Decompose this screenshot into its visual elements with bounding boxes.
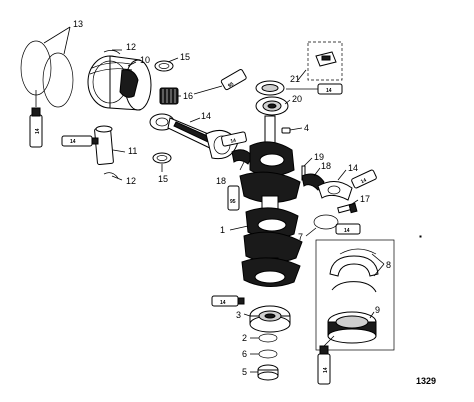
callout-13: 13	[73, 19, 83, 29]
svg-text:14: 14	[323, 367, 329, 373]
callout-18-right: 18	[321, 161, 331, 171]
compound-tube-10: 14	[317, 345, 331, 385]
piston-rings	[20, 26, 74, 108]
svg-text:14: 14	[35, 128, 41, 134]
compound-tube-8: 14	[335, 223, 361, 235]
compound-tube-11: 14	[419, 235, 422, 238]
callout-3: 3	[236, 310, 241, 320]
svg-text:14: 14	[220, 300, 226, 306]
callout-5: 5	[242, 367, 247, 377]
svg-text:14: 14	[344, 228, 350, 234]
retaining-ring	[258, 333, 278, 343]
callout-4: 4	[304, 123, 309, 133]
svg-text:95: 95	[230, 199, 236, 205]
upper-main-bearing	[255, 80, 289, 116]
svg-text:14: 14	[326, 88, 332, 94]
compound-tube-7: 14	[351, 169, 377, 189]
o-ring	[313, 214, 339, 230]
svg-text:14: 14	[70, 139, 76, 145]
lower-seal	[257, 364, 279, 381]
callout-12-bottom: 12	[126, 176, 136, 186]
callout-10: 10	[140, 55, 150, 65]
seal-kit-inset	[307, 41, 343, 81]
callout-2: 2	[242, 333, 247, 343]
callout-19: 19	[314, 152, 324, 162]
needle-bearing-big-end	[231, 149, 253, 165]
callout-17: 17	[360, 194, 370, 204]
piston-pin-clip-top	[103, 50, 121, 55]
svg-text:95: 95	[227, 81, 235, 89]
lower-main-bearing	[249, 305, 291, 333]
callout-1: 1	[220, 225, 225, 235]
crankshaft	[239, 115, 303, 287]
svg-text:14: 14	[230, 138, 237, 145]
piston-pin	[94, 125, 114, 165]
center-bearing-inset	[315, 239, 395, 351]
piston-pin-clip-bottom	[103, 172, 119, 179]
compound-tube-2: 14	[61, 135, 99, 147]
thrust-washer-top	[154, 60, 174, 72]
callout-14-rod: 14	[201, 111, 211, 121]
figure-number: 1329	[416, 376, 436, 386]
callout-20: 20	[292, 94, 302, 104]
svg-text:14: 14	[360, 177, 368, 185]
rod-bolt	[337, 202, 358, 214]
callout-18-left: 18	[216, 176, 226, 186]
callout-6: 6	[242, 349, 247, 359]
callout-7: 7	[298, 232, 303, 242]
callout-12-top: 12	[126, 42, 136, 52]
callout-9: 9	[375, 305, 380, 315]
compound-tube-3: 95	[220, 69, 247, 91]
compound-tube-9: 14	[211, 295, 245, 307]
compound-tube-6: 14	[317, 83, 343, 95]
needle-bearing-small-end	[159, 87, 179, 105]
crankshaft-key	[281, 127, 291, 134]
callout-15-top: 15	[180, 52, 190, 62]
compound-tube-4: 14	[221, 131, 247, 147]
callout-16: 16	[183, 91, 193, 101]
small-o-ring	[258, 349, 278, 359]
compound-tube-1: 14	[29, 107, 43, 148]
thrust-washer-bottom	[152, 152, 172, 164]
piston	[87, 55, 152, 111]
rod-cap	[317, 181, 353, 201]
callout-15-bottom: 15	[158, 174, 168, 184]
callout-11: 11	[128, 146, 137, 156]
compound-tube-5: 95	[227, 185, 240, 211]
callout-21: 21	[290, 74, 300, 84]
callout-14-cap: 14	[348, 163, 358, 173]
callout-8: 8	[386, 260, 391, 270]
connecting-rod	[149, 113, 239, 160]
